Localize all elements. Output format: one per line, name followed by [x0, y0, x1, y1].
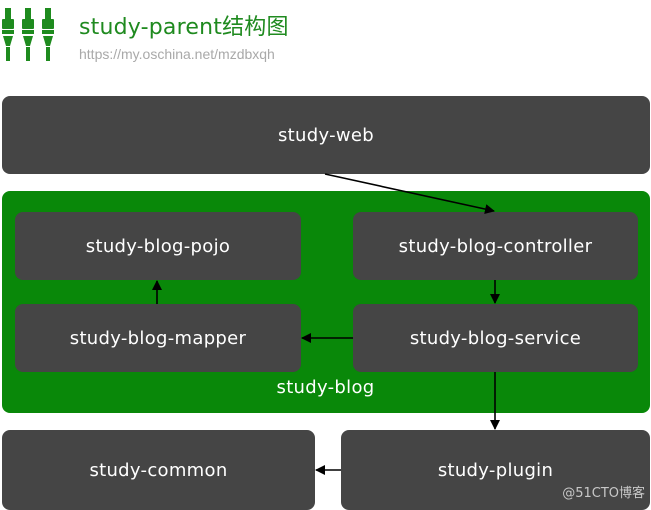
module-study-blog-mapper: study-blog-mapper [15, 304, 301, 372]
diagram-title: study-parent结构图 [79, 15, 289, 40]
source-url[interactable]: https://my.oschina.net/mzdbxqh [79, 46, 275, 62]
group-label-study-blog: study-blog [276, 377, 375, 398]
module-study-blog-service: study-blog-service [353, 304, 638, 372]
module-study-plugin: study-plugin [341, 430, 650, 510]
logo-icon [2, 8, 54, 61]
module-study-blog-controller: study-blog-controller [353, 212, 638, 280]
module-study-web: study-web [2, 96, 650, 174]
watermark: @51CTO博客 [562, 486, 645, 501]
module-study-common: study-common [2, 430, 315, 510]
module-study-blog-pojo: study-blog-pojo [15, 212, 301, 280]
